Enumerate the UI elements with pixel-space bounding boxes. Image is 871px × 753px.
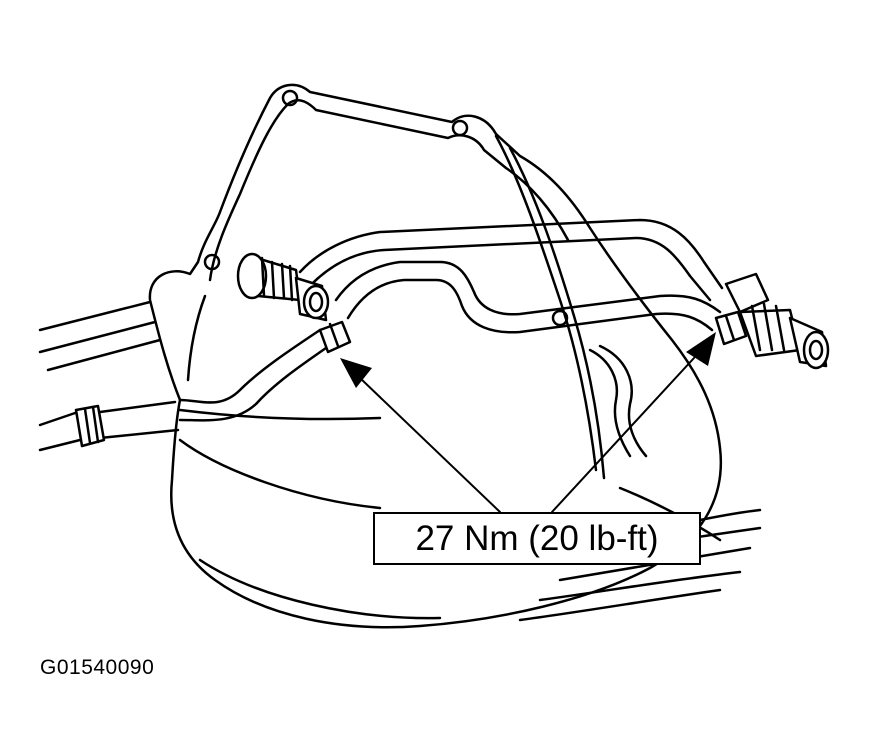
figure-id: G01540090: [40, 656, 155, 679]
cooler-line-lower: [334, 260, 722, 334]
torque-label: 27 Nm (20 lb-ft): [415, 518, 659, 558]
right-arrowhead: [686, 332, 716, 366]
left-arrowhead: [340, 358, 372, 388]
transmission-case: [148, 83, 762, 629]
right-fitting: [714, 272, 830, 370]
left-pipes: [38, 300, 180, 452]
leader-arrowheads: [340, 332, 716, 388]
leader-lines: [359, 357, 695, 513]
cooler-line-return: [178, 328, 382, 422]
cooler-line-upper: [298, 218, 724, 302]
left-fitting: [236, 252, 352, 354]
torque-callout: 27 Nm (20 lb-ft): [373, 512, 701, 565]
